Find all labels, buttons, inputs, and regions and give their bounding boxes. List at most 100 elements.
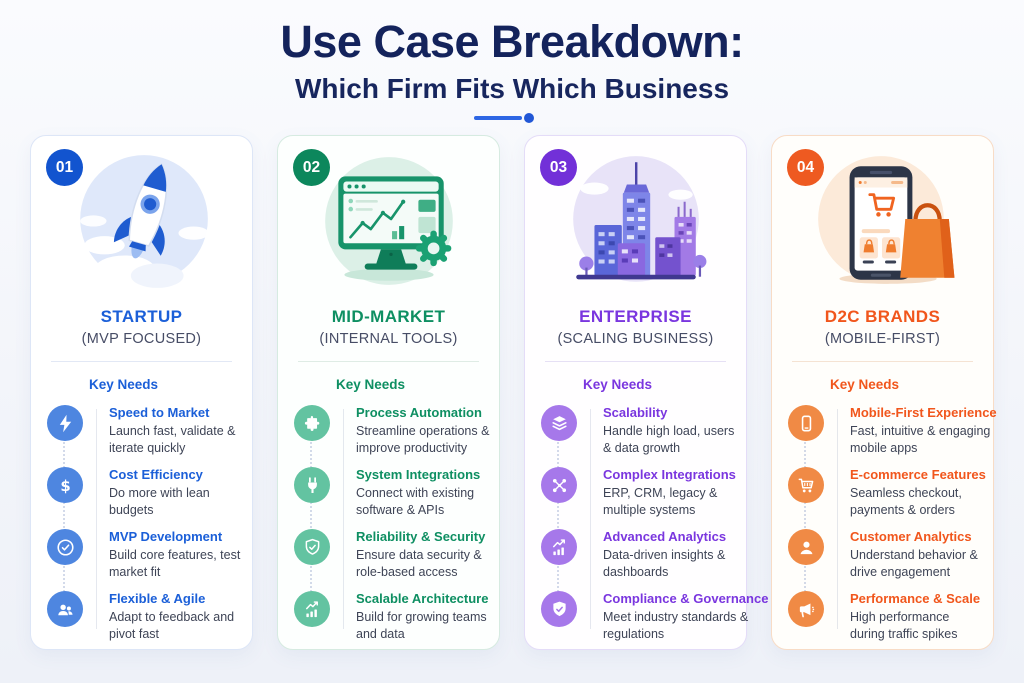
card-subtitle: (INTERNAL TOOLS) — [319, 331, 458, 347]
item-description: Build core features, test market fit — [109, 548, 241, 579]
item-description: Connect with existing software & APIs — [356, 486, 475, 517]
key-need-item: Customer Analytics Understand behavior &… — [788, 529, 985, 581]
item-description: Meet industry standards & regulations — [603, 610, 749, 641]
item-title: Flexible & Agile — [109, 591, 206, 606]
item-description: Seamless checkout, payments & orders — [850, 486, 962, 517]
item-title: E-commerce Features — [850, 467, 986, 482]
card-subtitle: (MVP FOCUSED) — [81, 331, 202, 347]
shield-check-icon — [294, 529, 330, 565]
puzzle-icon — [294, 405, 330, 441]
page-subtitle: Which Firm Fits Which Business — [294, 73, 730, 104]
card-number-badge: 04 — [787, 149, 824, 186]
item-title: Scalability — [603, 405, 668, 420]
card-number-badge: 01 — [46, 149, 83, 186]
accent-line — [474, 116, 522, 120]
item-title: Advanced Analytics — [603, 529, 727, 544]
dashboard-monitor-illustration — [278, 146, 499, 302]
item-title: System Integrations — [356, 467, 481, 482]
divider — [792, 361, 973, 362]
item-description: Fast, intuitive & engaging mobile apps — [850, 424, 991, 455]
key-needs-heading: Key Needs — [583, 377, 653, 392]
key-need-item: E-commerce Features Seamless checkout, p… — [788, 467, 986, 519]
item-title: Process Automation — [356, 405, 482, 420]
item-title: Speed to Market — [109, 405, 210, 420]
smartphone-icon — [788, 405, 824, 441]
mobile-shopping-illustration — [772, 146, 993, 302]
item-description: Streamline operations & improve producti… — [356, 424, 490, 455]
page-title: Use Case Breakdown: — [280, 16, 744, 67]
dollar-icon: $ — [47, 467, 83, 503]
key-need-item: Scalability Handle high load, users & da… — [541, 405, 738, 457]
card-title: D2C BRANDS — [824, 307, 941, 326]
card-subtitle: (MOBILE-FIRST) — [824, 331, 941, 347]
key-need-item: Scalable Architecture Build for growing … — [294, 591, 491, 643]
accent-dot — [524, 113, 534, 123]
shield-filled-check-icon — [541, 591, 577, 627]
lightning-icon — [47, 405, 83, 441]
person-icon — [788, 529, 824, 565]
item-title: Reliability & Security — [356, 529, 486, 544]
card-startup: 01 STARTUP — [30, 135, 253, 650]
card-title: MID-MARKET — [331, 307, 446, 326]
item-description: Understand behavior & drive engagement — [850, 548, 978, 579]
item-title: Customer Analytics — [850, 529, 972, 544]
key-need-item: Mobile-First Experience Fast, intuitive … — [788, 405, 997, 457]
cart-icon — [788, 467, 824, 503]
page-header: Use Case Breakdown: Which Firm Fits Whic… — [0, 0, 1024, 123]
key-needs-heading: Key Needs — [89, 377, 159, 392]
item-description: Handle high load, users & data growth — [603, 424, 735, 455]
key-need-item: Compliance & Governance Meet industry st… — [541, 591, 768, 643]
megaphone-icon — [788, 591, 824, 627]
item-title: MVP Development — [109, 529, 223, 544]
key-needs-list: Mobile-First Experience Fast, intuitive … — [772, 405, 997, 643]
title-underline-accent — [0, 113, 1016, 123]
key-needs-list: Scalability Handle high load, users & da… — [525, 405, 768, 643]
item-description: Do more with lean budgets — [109, 486, 210, 517]
key-need-item: Process Automation Streamline operations… — [294, 405, 491, 457]
item-description: Adapt to feedback and pivot fast — [109, 610, 235, 641]
divider — [51, 361, 232, 362]
check-circle-icon — [47, 529, 83, 565]
card-d2c-brands: 04 — [771, 135, 997, 650]
key-needs-list: Speed to Market Launch fast, validate & … — [31, 405, 252, 643]
plug-icon — [294, 467, 330, 503]
network-icon — [541, 467, 577, 503]
card-title: ENTERPRISE — [579, 307, 692, 326]
item-description: High performance during traffic spikes — [850, 610, 958, 641]
layers-icon — [541, 405, 577, 441]
card-number-badge: 03 — [540, 149, 577, 186]
item-title: Mobile-First Experience — [850, 405, 997, 420]
city-skyline-illustration — [525, 146, 746, 302]
card-enterprise: 03 — [524, 135, 768, 650]
key-need-item: Performance & Scale High performance dur… — [788, 591, 985, 643]
card-title: STARTUP — [100, 307, 183, 326]
key-need-item: MVP Development Build core features, tes… — [47, 529, 244, 581]
key-need-item: Advanced Analytics Data-driven insights … — [541, 529, 738, 581]
item-title: Compliance & Governance — [603, 591, 769, 606]
key-need-item: Reliability & Security Ensure data secur… — [294, 529, 491, 581]
item-description: Ensure data security & role-based access — [356, 548, 482, 579]
card-subtitle: (SCALING BUSINESS) — [557, 331, 714, 347]
key-need-item: Complex Integrations ERP, CRM, legacy & … — [541, 467, 738, 519]
divider — [298, 361, 479, 362]
key-need-item: Speed to Market Launch fast, validate & … — [47, 405, 244, 457]
use-case-cards: 01 STARTUP — [30, 135, 997, 650]
item-title: Cost Efficiency — [109, 467, 203, 482]
key-needs-heading: Key Needs — [830, 377, 900, 392]
card-mid-market: 02 — [277, 135, 500, 650]
item-title: Performance & Scale — [850, 591, 981, 606]
item-title: Scalable Architecture — [356, 591, 489, 606]
item-description: Build for growing teams and data — [356, 610, 487, 641]
divider — [545, 361, 726, 362]
key-need-item: Flexible & Agile Adapt to feedback and p… — [47, 591, 244, 643]
svg-text:$: $ — [60, 476, 70, 494]
key-need-item: System Integrations Connect with existin… — [294, 467, 491, 519]
analytics-chart-icon — [541, 529, 577, 565]
item-description: ERP, CRM, legacy & multiple systems — [603, 486, 718, 517]
key-needs-list: Process Automation Streamline operations… — [278, 405, 499, 643]
card-number-badge: 02 — [293, 149, 330, 186]
growth-chart-icon — [294, 591, 330, 627]
key-needs-heading: Key Needs — [336, 377, 406, 392]
item-description: Launch fast, validate & iterate quickly — [109, 424, 236, 455]
item-description: Data-driven insights & dashboards — [603, 548, 726, 579]
